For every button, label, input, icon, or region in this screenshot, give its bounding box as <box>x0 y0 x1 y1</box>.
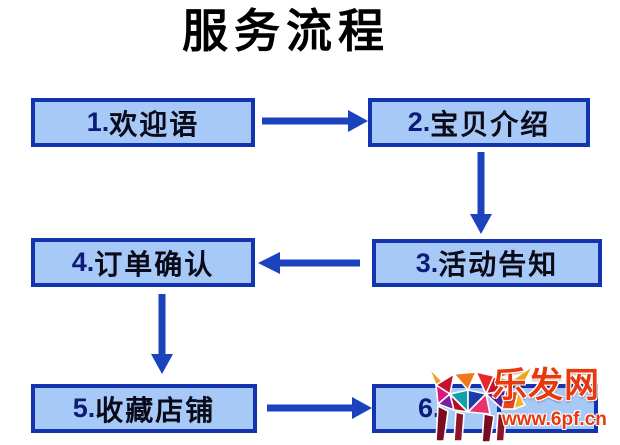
bull-watermark-icon <box>428 365 534 443</box>
flow-box-1-welcome: 1.欢迎语 <box>31 98 255 147</box>
arrow-4-to-5 <box>151 294 173 374</box>
arrow-1-to-2 <box>262 110 368 132</box>
box-number: 2. <box>407 107 431 137</box>
box-number: 3. <box>415 247 439 278</box>
watermark-url-text: www.6pf.cn <box>502 409 607 430</box>
flow-box-4-order-confirm: 4.订单确认 <box>31 238 255 287</box>
arrow-2-to-3 <box>470 152 492 234</box>
box-number: 4. <box>71 247 95 277</box>
box-label: 活动告知 <box>438 248 559 281</box>
box-label: 订单确认 <box>94 247 215 281</box>
watermark-brand-text: 乐发网 <box>492 365 601 406</box>
box-label: 收藏店铺 <box>95 393 216 427</box>
arrow-5-to-6 <box>267 397 372 419</box>
box-label: 宝贝介绍 <box>430 107 551 141</box>
box-number: 1. <box>86 107 110 137</box>
box-number: 6. <box>418 393 441 423</box>
page-title: 服务流程 <box>182 4 390 58</box>
flow-box-5-favorite-shop: 5.收藏店铺 <box>31 384 257 433</box>
arrow-3-to-4 <box>258 252 360 274</box>
box-label: 欢迎语 <box>109 107 200 141</box>
box-number: 5. <box>72 393 96 423</box>
flow-box-2-product-intro: 2.宝贝介绍 <box>368 98 590 147</box>
flow-box-3-activity-notice: 3.活动告知 <box>372 239 602 287</box>
